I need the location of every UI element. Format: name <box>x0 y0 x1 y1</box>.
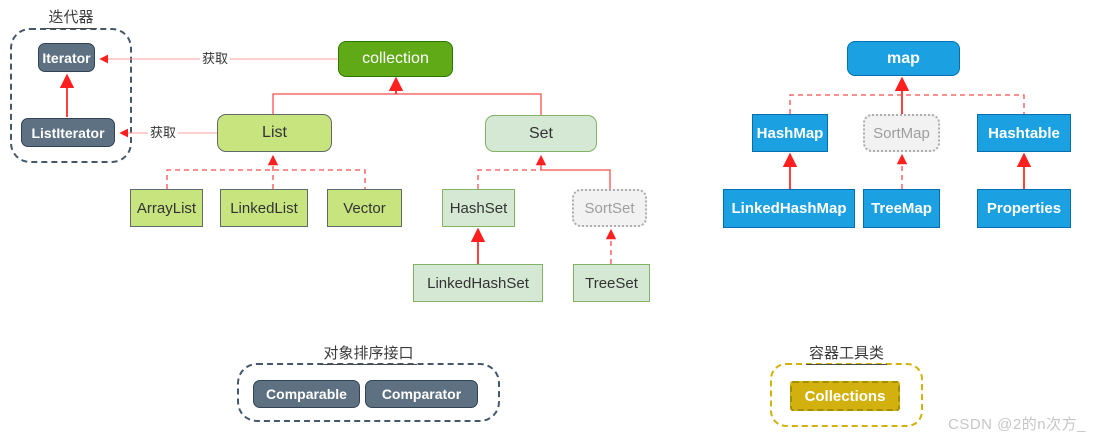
node-treemap: TreeMap <box>863 189 940 228</box>
node-listiterator: ListIterator <box>21 118 115 147</box>
edge-label-acquire-bottom: 获取 <box>148 125 179 140</box>
sorting-group-title: 对象排序接口 <box>237 342 500 365</box>
node-hashmap: HashMap <box>752 114 828 152</box>
node-set: Set <box>485 115 597 152</box>
csdn-watermark: CSDN @2的n次方_ <box>948 416 1086 433</box>
edge-hashset-to-set <box>477 169 541 189</box>
edge-sortset-to-set <box>535 154 611 189</box>
node-vector: Vector <box>327 189 402 227</box>
edge-list-set-bus <box>272 93 542 115</box>
edge-list-children-bus <box>166 169 366 189</box>
node-linkedhashmap: LinkedHashMap <box>723 189 855 228</box>
node-comparable: Comparable <box>253 380 360 408</box>
node-iterator: Iterator <box>38 43 95 72</box>
node-linkedlist: LinkedList <box>220 189 308 227</box>
node-sortset: SortSet <box>572 189 647 227</box>
iterator-group-box <box>10 28 132 163</box>
utility-group-title: 容器工具类 <box>770 342 923 365</box>
node-hashset: HashSet <box>442 189 515 227</box>
node-hashtable: Hashtable <box>977 114 1071 152</box>
sorting-group-title-text: 对象排序接口 <box>320 342 417 365</box>
node-collections: Collections <box>790 381 900 411</box>
node-arraylist: ArrayList <box>130 189 203 227</box>
iterator-group-title-text: 迭代器 <box>45 6 97 29</box>
iterator-group-title: 迭代器 <box>10 6 132 29</box>
node-treeset: TreeSet <box>573 264 650 302</box>
utility-group-title-text: 容器工具类 <box>805 342 887 365</box>
node-sortmap: SortMap <box>863 114 940 152</box>
node-list: List <box>217 114 332 152</box>
node-map: map <box>847 41 960 76</box>
node-properties: Properties <box>977 189 1071 228</box>
edge-map-children-bus <box>789 94 1025 114</box>
node-collection: collection <box>338 41 453 77</box>
node-linkedhashset: LinkedHashSet <box>413 264 543 302</box>
edge-label-acquire-top: 获取 <box>200 51 231 66</box>
node-comparator: Comparator <box>365 380 478 408</box>
